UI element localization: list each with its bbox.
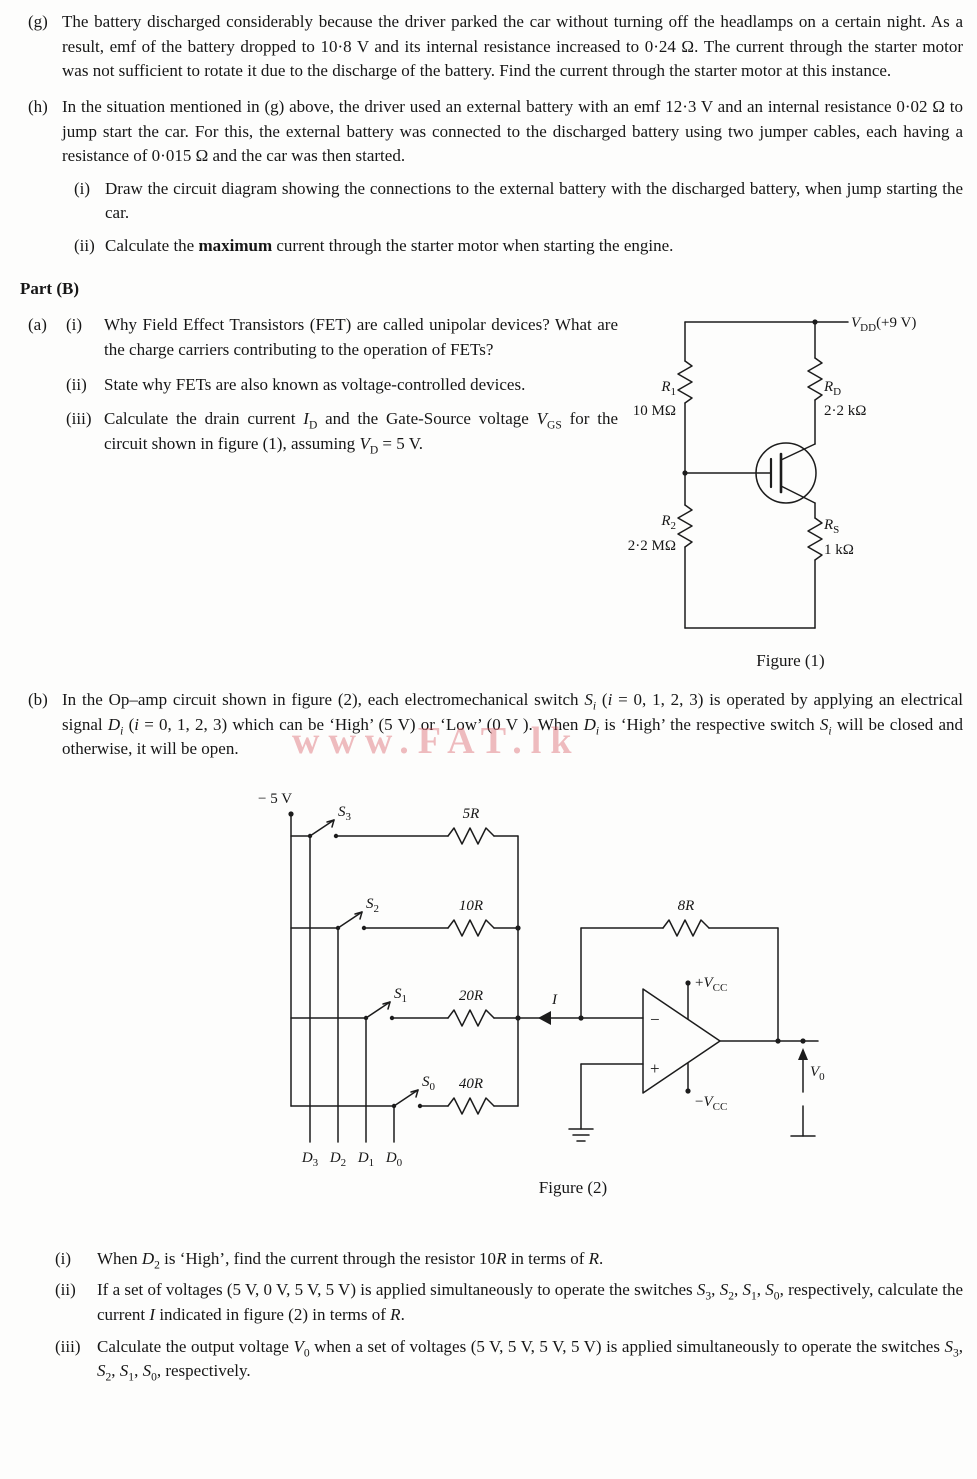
fig2-switch-s0-label: S0 <box>422 1074 436 1093</box>
fig1-r2-value: 2·2 MΩ <box>628 538 676 554</box>
question-a-ii-text: State why FETs are also known as voltage… <box>104 374 526 394</box>
fig2-vout-label: V0 <box>810 1064 825 1083</box>
exam-page: (g) The battery discharged considerably … <box>20 10 963 1384</box>
fig2-switch-s1-label: S1 <box>394 986 407 1005</box>
fig2-vcc-plus-label: +VCC <box>695 975 727 994</box>
fig1-wires <box>684 321 849 630</box>
fig2-supply-label: − 5 V <box>258 791 292 807</box>
switch-s1 <box>363 1001 395 1021</box>
question-fig2-ii-label: (ii) <box>55 1280 76 1300</box>
vout-reference-icon <box>790 1105 816 1137</box>
figure-1-caption: Figure (1) <box>756 651 825 671</box>
fig1-r1-value: 10 MΩ <box>633 403 676 419</box>
junction-dots <box>288 811 806 1094</box>
question-h: (h) In the situation mentioned in (g) ab… <box>20 95 963 259</box>
fig2-resistor-10r-label: 10R <box>459 898 483 914</box>
question-fig2-iii: (iii) Calculate the output voltage V0 wh… <box>20 1335 963 1384</box>
question-a-iii-label: (iii) <box>66 409 92 429</box>
question-fig2-ii: (ii) If a set of voltages (5 V, 0 V, 5 V… <box>20 1278 963 1327</box>
question-b-label: (b) <box>28 690 48 710</box>
question-h-ii-text: Calculate the maximum current through th… <box>105 236 674 256</box>
resistor-10r <box>447 919 495 937</box>
question-fig2-i-label: (i) <box>55 1248 72 1268</box>
fig2-vcc-minus-label: −VCC <box>695 1094 727 1113</box>
question-fig2-ii-text: If a set of voltages (5 V, 0 V, 5 V, 5 V… <box>97 1280 964 1324</box>
fig2-control-d1-label: D1 <box>357 1150 374 1169</box>
question-b-text: In the Op–amp circuit shown in figure (2… <box>62 690 964 759</box>
fig2-control-d0-label: D0 <box>385 1150 403 1169</box>
figure-2-caption: Figure (2) <box>538 1177 608 1197</box>
figure-1-block: VDD(+9 V) R1 10 MΩ RD 2·2 kΩ R2 2·2 MΩ R… <box>618 313 963 674</box>
question-h-label: (h) <box>28 96 48 116</box>
fig2-resistor-40r-label: 40R <box>459 1076 483 1092</box>
r2-resistor <box>677 504 693 549</box>
rd-resistor <box>807 357 823 402</box>
top-rail-node-dot <box>812 319 818 326</box>
fig1-rd-value: 2·2 kΩ <box>824 403 866 419</box>
fig1-rs-value: 1 kΩ <box>824 542 854 558</box>
part-b-heading: Part (B) <box>20 278 80 298</box>
switch-s3 <box>307 819 339 839</box>
question-h-ii: (ii) Calculate the maximum current throu… <box>62 234 963 259</box>
figure-2-block: − + <box>258 790 888 1201</box>
question-g: (g) The battery discharged considerably … <box>20 10 963 84</box>
resistor-20r <box>447 1009 495 1027</box>
question-fig2-iii-text: Calculate the output voltage V0 when a s… <box>97 1336 963 1384</box>
opamp-plus-sign: + <box>650 1059 660 1078</box>
fig2-switch-s2-label: S2 <box>366 896 379 915</box>
switch-s0 <box>391 1089 423 1109</box>
resistor-8r <box>662 919 710 937</box>
question-h-ii-label: (ii) <box>74 236 95 256</box>
figure-2: − + <box>258 791 825 1169</box>
fig2-current-label: I <box>551 992 558 1008</box>
question-a-section: (a) (i) Why Field Effect Transistors (FE… <box>20 313 963 674</box>
question-fig2-i-text: When D2 is ‘High’, find the current thro… <box>97 1248 604 1271</box>
fig1-rs-label: RS <box>823 517 839 536</box>
question-fig2-i: (i) When D2 is ‘High’, find the current … <box>20 1247 963 1272</box>
question-b: (b) In the Op–amp circuit shown in figur… <box>20 688 963 762</box>
question-fig2-iii-label: (iii) <box>55 1336 81 1356</box>
question-a-iii: (iii) Calculate the drain current ID and… <box>64 407 618 456</box>
fig2-control-d2-label: D2 <box>329 1150 346 1169</box>
vout-arrow-icon <box>798 1047 808 1093</box>
fig2-control-d3-label: D3 <box>301 1150 319 1169</box>
opamp-minus-sign: − <box>650 1010 660 1029</box>
question-a-ii-label: (ii) <box>66 374 87 394</box>
ground-icon <box>568 1128 594 1142</box>
resistor-5r <box>447 827 495 845</box>
question-a-label: (a) <box>28 315 47 335</box>
rs-resistor <box>807 517 823 562</box>
question-h-text: In the situation mentioned in (g) above,… <box>62 96 963 166</box>
figure-1: VDD(+9 V) R1 10 MΩ RD 2·2 kΩ R2 2·2 MΩ R… <box>628 315 916 630</box>
fig1-r1-label: R1 <box>660 379 676 398</box>
question-h-i-text: Draw the circuit diagram showing the con… <box>105 178 963 223</box>
fig1-rd-label: RD <box>823 379 841 398</box>
fet-symbol <box>755 442 817 505</box>
fig2-resistor-20r-label: 20R <box>459 988 483 1004</box>
question-h-i: (i) Draw the circuit diagram showing the… <box>62 177 963 226</box>
r1-resistor <box>677 360 693 405</box>
current-arrow-icon <box>538 1010 551 1025</box>
question-h-i-label: (i) <box>74 178 91 198</box>
question-a-i: (i) Why Field Effect Transistors (FET) a… <box>64 313 618 362</box>
fig2-wires <box>290 813 819 1143</box>
question-a: (a) (i) Why Field Effect Transistors (FE… <box>20 313 618 466</box>
question-g-text: The battery discharged considerably beca… <box>62 12 963 81</box>
fig2-switch-s3-label: S3 <box>338 804 352 823</box>
question-a-iii-text: Calculate the drain current ID and the G… <box>104 409 619 457</box>
fig1-r2-label: R2 <box>660 513 676 532</box>
fig1-vdd-label: VDD(+9 V) <box>851 315 916 334</box>
fig2-resistor-5r-label: 5R <box>463 806 480 822</box>
fig2-feedback-8r-label: 8R <box>678 898 695 914</box>
figure-2-questions: (i) When D2 is ‘High’, find the current … <box>20 1247 963 1384</box>
gate-node-dot <box>682 470 688 477</box>
resistor-40r <box>447 1097 495 1115</box>
switch-s2 <box>335 911 367 931</box>
question-g-label: (g) <box>28 12 48 31</box>
opamp-symbol: − + <box>642 988 721 1094</box>
question-a-i-text: Why Field Effect Transistors (FET) are c… <box>104 315 618 360</box>
question-a-i-label: (i) <box>66 315 83 335</box>
question-a-ii: (ii) State why FETs are also known as vo… <box>64 373 618 398</box>
